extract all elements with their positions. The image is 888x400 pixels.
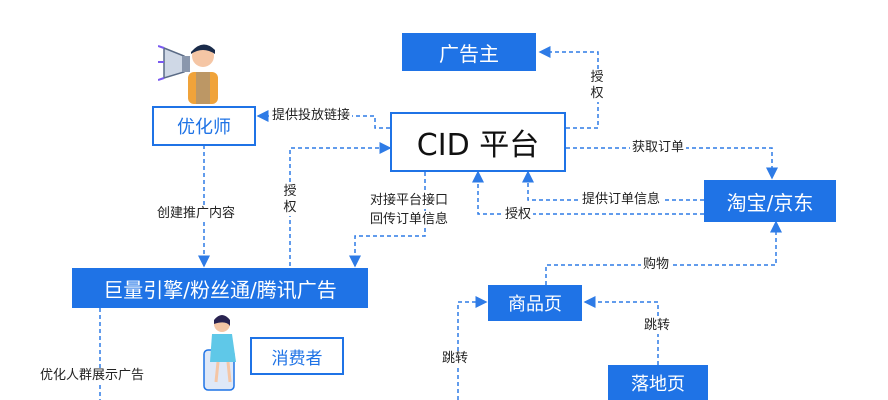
label-connect-line1: 对接平台接口 [368,193,451,209]
label-jump-right: 跳转 [642,318,673,334]
node-cid-platform: CID 平台 [390,112,566,172]
node-product-page: 商品页 [488,285,582,321]
node-taobao-jd: 淘宝/京东 [704,180,836,222]
edge-get-orders [566,147,778,180]
label-purchase: 购物 [641,257,672,273]
label-create-content: 创建推广内容 [155,206,238,222]
label-authorize-advertiser: 授权 [589,70,605,102]
node-landing-page: 落地页 [608,365,708,400]
edge-jump-left [457,296,488,400]
node-ad-platforms-label: 巨量引擎/粉丝通/腾讯广告 [103,277,337,302]
node-ad-platforms: 巨量引擎/粉丝通/腾讯广告 [72,268,368,308]
label-provide-link: 提供投放链接 [270,108,353,124]
edge-authorize-shop [472,170,704,215]
consumer-phone-illustration [203,315,236,391]
node-landing-page-label: 落地页 [631,373,685,395]
node-optimizer: 优化师 [152,106,256,146]
node-consumer-label: 消费者 [271,348,323,369]
edge-purchase [545,220,782,285]
node-optimizer-label: 优化师 [177,117,231,138]
edge-jump-right [583,296,659,365]
node-cid-platform-label: CID 平台 [416,128,540,163]
label-provide-order-info: 提供订单信息 [580,192,663,208]
node-consumer: 消费者 [250,337,344,375]
label-jump-left: 跳转 [440,351,471,367]
label-optimize-display: 优化人群展示广告 [38,368,147,384]
node-advertiser-label: 广告主 [439,41,499,66]
optimizer-megaphone-illustration [158,44,218,104]
label-get-orders: 获取订单 [630,140,687,156]
label-authorize-left: 授权 [282,184,298,216]
edge-authorize-left [289,142,392,266]
node-taobao-jd-label: 淘宝/京东 [726,190,814,215]
node-advertiser: 广告主 [402,33,536,71]
label-connect-line2: 回传订单信息 [368,212,451,228]
label-authorize-shop: 授权 [503,207,534,223]
node-product-page-label: 商品页 [508,294,562,315]
